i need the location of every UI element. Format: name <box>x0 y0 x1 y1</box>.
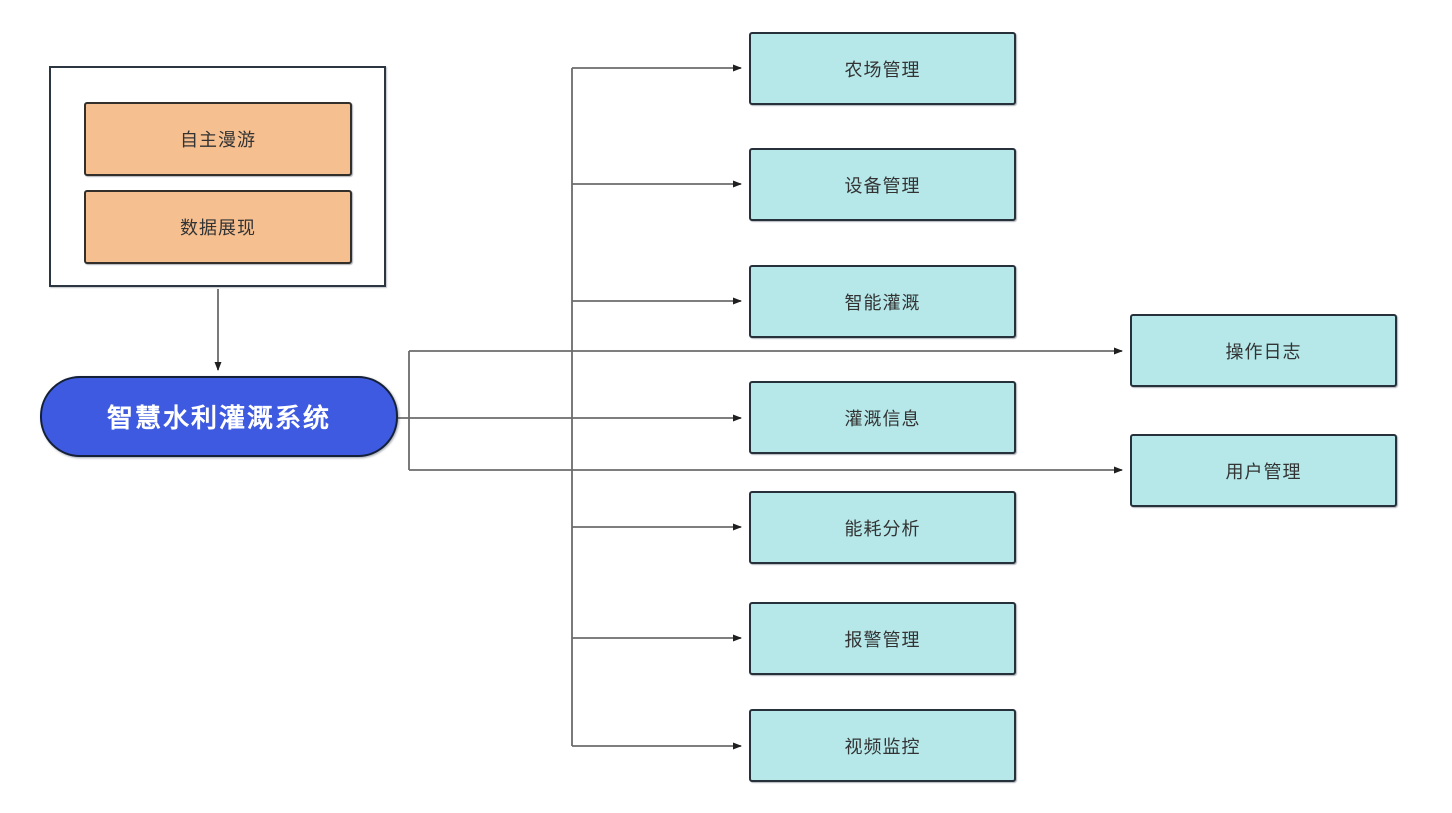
root-node-label: 智慧水利灌溉系统 <box>106 403 331 433</box>
root-node-irrigation-system[interactable]: 智慧水利灌溉系统 <box>40 376 398 457</box>
node-device-management[interactable]: 设备管理 <box>749 148 1016 221</box>
node-smart-irrigation[interactable]: 智能灌溉 <box>749 265 1016 338</box>
node-user-management-label: 用户管理 <box>1225 461 1302 482</box>
node-irrigation-info[interactable]: 灌溉信息 <box>749 381 1016 454</box>
node-data-display[interactable]: 数据展现 <box>84 190 352 264</box>
node-user-management[interactable]: 用户管理 <box>1130 434 1397 507</box>
node-operation-log[interactable]: 操作日志 <box>1130 314 1397 387</box>
node-smart-irrigation-label: 智能灌溉 <box>844 292 921 313</box>
node-irrigation-info-label: 灌溉信息 <box>844 408 921 429</box>
node-auto-roam-label: 自主漫游 <box>180 130 256 150</box>
node-alarm-management-label: 报警管理 <box>844 629 921 650</box>
node-farm-management-label: 农场管理 <box>844 59 921 80</box>
node-auto-roam[interactable]: 自主漫游 <box>84 102 352 176</box>
node-device-management-label: 设备管理 <box>844 175 921 196</box>
node-energy-analysis-label: 能耗分析 <box>844 518 921 539</box>
node-operation-log-label: 操作日志 <box>1225 341 1302 362</box>
viewer-panel[interactable]: 自主漫游 数据展现 <box>49 66 386 287</box>
node-alarm-management[interactable]: 报警管理 <box>749 602 1016 675</box>
node-video-monitoring[interactable]: 视频监控 <box>749 709 1016 782</box>
node-energy-analysis[interactable]: 能耗分析 <box>749 491 1016 564</box>
node-video-monitoring-label: 视频监控 <box>844 736 921 757</box>
node-data-display-label: 数据展现 <box>180 218 256 238</box>
node-farm-management[interactable]: 农场管理 <box>749 32 1016 105</box>
